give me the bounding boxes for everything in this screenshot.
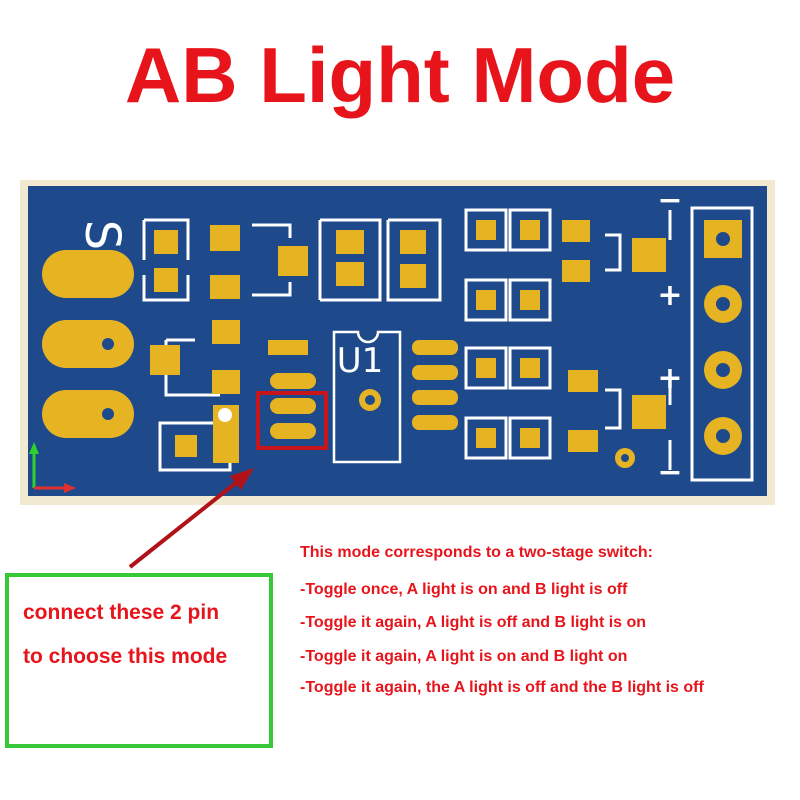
minus-mark-top: − [657, 183, 682, 218]
silk-outline-1 [142, 218, 190, 260]
silk-outline-2 [142, 275, 190, 302]
pcb-board: S [20, 180, 775, 505]
hole-1 [102, 338, 114, 350]
silk-outline-3 [252, 223, 292, 238]
plus-mark-bottom: + [657, 361, 682, 396]
left-oval-pads [42, 250, 134, 438]
description-line: -Toggle it again, A light is off and B l… [300, 614, 647, 631]
plus-mark-top: + [657, 278, 682, 313]
description-line: -Toggle it again, A light is on and B li… [300, 648, 628, 665]
callout-line-1: connect these 2 pin [23, 601, 220, 624]
silk-outline-6 [386, 218, 442, 302]
oval-pad-2 [42, 320, 134, 368]
smd-group-left [142, 218, 442, 302]
smd-group-mid [150, 320, 308, 472]
chip-ref: U1 [337, 341, 384, 381]
description-line: -Toggle once, A light is on and B light … [300, 581, 628, 598]
oval-pad-3 [42, 390, 134, 438]
oval-pad-1 [42, 250, 134, 298]
highlight-box [256, 391, 328, 450]
smd-pads-top [154, 225, 426, 299]
page-title: AB Light Mode [124, 31, 676, 119]
board-substrate [28, 186, 767, 496]
callout-line-2: to choose this mode [23, 645, 228, 668]
silk-outline-4 [252, 282, 292, 297]
chip-u1: U1 [332, 330, 458, 464]
minus-mark-bottom: − [657, 455, 682, 490]
callout-box: connect these 2 pin to choose this mode [5, 573, 273, 748]
silk-outline-5 [318, 218, 382, 302]
jumper-pins [256, 373, 328, 450]
pin-header [690, 206, 754, 482]
description-line: -Toggle it again, the A light is off and… [300, 679, 704, 696]
switch-mark: S [74, 220, 130, 250]
description-line: This mode corresponds to a two-stage swi… [300, 544, 653, 561]
selected-pin-1 [270, 398, 316, 414]
pcb-drawing: S [20, 180, 775, 505]
axis-indicator [29, 442, 76, 493]
hole-2 [102, 408, 114, 420]
selected-pin-2 [270, 423, 316, 439]
smd-group-right: + − + − [464, 183, 683, 490]
